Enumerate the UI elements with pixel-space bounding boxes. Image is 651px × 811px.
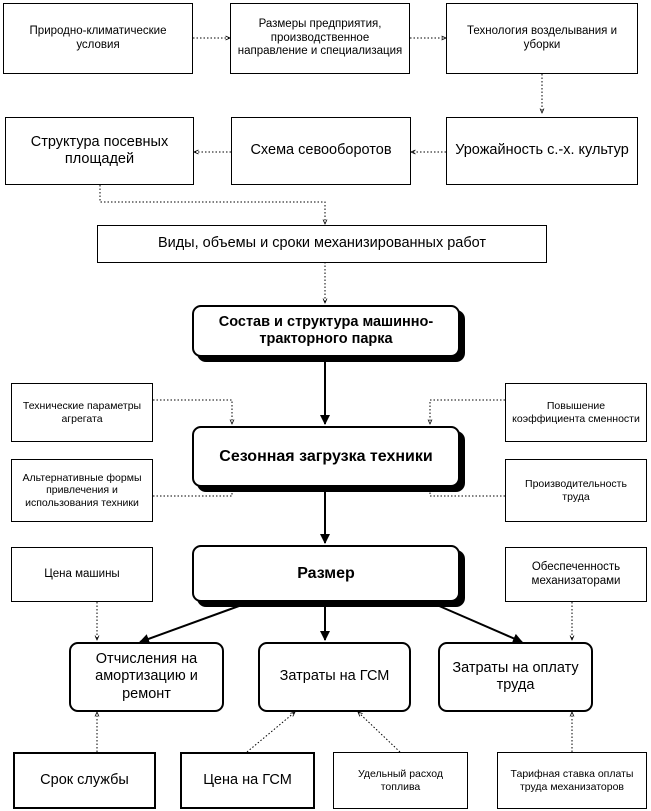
label-crop-structure: Структура посевных площадей — [30, 133, 169, 167]
label-alternative-forms: Альтернативные формы привлечения и испол… — [22, 471, 142, 509]
label-crop-yield: Урожайность с.-х. культур — [455, 142, 629, 159]
node-tariff-rate: Тарифная ставка оплаты труда механизатор… — [497, 752, 647, 809]
edge-size-to-labor — [429, 601, 523, 643]
node-depreciation: Отчисления на амортизацию и ремонт — [69, 642, 224, 712]
node-crop-structure: Структура посевных площадей — [5, 117, 194, 185]
label-labor-productivity: Производительность труда — [525, 477, 627, 503]
node-operator-supply: Обеспеченность механизаторами — [505, 547, 647, 602]
label-fuel-price: Цена на ГСМ — [203, 771, 292, 788]
label-operator-supply: Обеспеченность механизаторами — [531, 560, 621, 587]
node-labor-productivity: Производительность труда — [505, 459, 647, 522]
label-labor-costs: Затраты на оплату труда — [452, 659, 579, 693]
label-fleet-composition: Состав и структура машинно-тракторного п… — [218, 313, 434, 347]
label-machine-price: Цена машины — [44, 567, 120, 580]
node-machine-price: Цена машины — [11, 547, 153, 602]
edge-specific-to-fuel — [358, 712, 401, 753]
node-alternative-forms: Альтернативные формы привлечения и испол… — [11, 459, 153, 522]
label-depreciation: Отчисления на амортизацию и ремонт — [95, 650, 198, 702]
node-seasonal-load: Сезонная загрузка техники — [192, 426, 460, 487]
edge-fuelprice-to-fuel — [246, 712, 295, 753]
label-enterprise-size: Размеры предприятия, производственное на… — [237, 17, 403, 58]
edge-params-to-load — [153, 399, 232, 424]
label-shift-coefficient: Повышение коэффициента сменности — [512, 399, 640, 425]
label-fuel-costs: Затраты на ГСМ — [279, 668, 390, 685]
label-seasonal-load: Сезонная загрузка техники — [219, 447, 433, 465]
node-service-life: Срок службы — [13, 752, 156, 809]
node-size: Размер — [192, 545, 460, 602]
label-mechanized-works: Виды, объемы и сроки механизированных ра… — [157, 235, 487, 252]
label-specific-fuel: Удельный расход топлива — [358, 767, 443, 793]
label-size: Размер — [297, 564, 355, 582]
label-service-life: Срок службы — [40, 771, 129, 788]
edge-structure-to-works — [99, 185, 325, 224]
node-natural-conditions: Природно-климатические условия — [3, 3, 193, 74]
label-tariff-rate: Тарифная ставка оплаты труда механизатор… — [510, 767, 634, 793]
node-mechanized-works: Виды, объемы и сроки механизированных ра… — [97, 225, 547, 263]
node-fuel-costs: Затраты на ГСМ — [258, 642, 411, 712]
node-cultivation-technology: Технология возделывания и уборки — [446, 3, 638, 74]
label-unit-parameters: Технические параметры агрегата — [22, 399, 142, 425]
node-specific-fuel: Удельный расход топлива — [333, 752, 468, 809]
edge-shift-to-load — [430, 399, 505, 424]
node-crop-yield: Урожайность с.-х. культур — [446, 117, 638, 185]
edge-size-to-depreciation — [139, 601, 251, 644]
label-natural-conditions: Природно-климатические условия — [29, 24, 167, 51]
node-fleet-composition: Состав и структура машинно-тракторного п… — [192, 305, 460, 357]
node-fuel-price: Цена на ГСМ — [180, 752, 315, 809]
node-rotation-scheme: Схема севооборотов — [231, 117, 411, 185]
node-unit-parameters: Технические параметры агрегата — [11, 383, 153, 442]
label-cultivation-technology: Технология возделывания и уборки — [466, 24, 617, 51]
node-enterprise-size: Размеры предприятия, производственное на… — [230, 3, 410, 74]
node-labor-costs: Затраты на оплату труда — [438, 642, 593, 712]
node-shift-coefficient: Повышение коэффициента сменности — [505, 383, 647, 442]
label-rotation-scheme: Схема севооборотов — [250, 142, 392, 159]
